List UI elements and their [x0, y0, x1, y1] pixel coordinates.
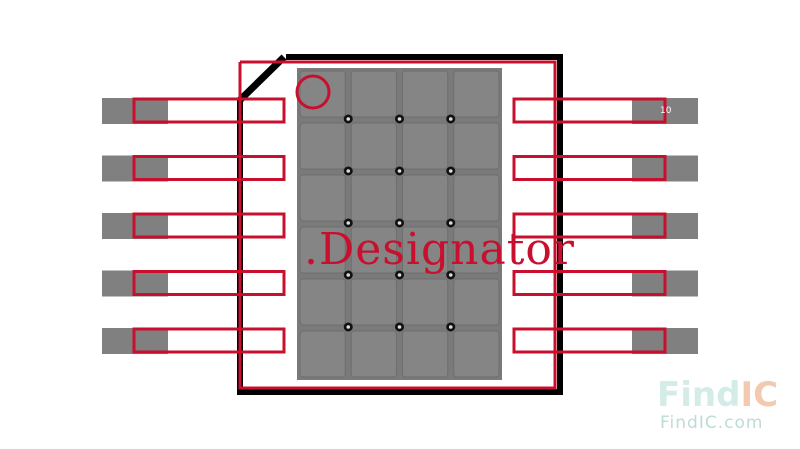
thermal-tile [350, 330, 397, 378]
silkscreen-pin-right-1 [512, 97, 667, 124]
silkscreen-group [132, 97, 667, 354]
svg-text:FindIC: FindIC [657, 375, 778, 415]
watermark-brand-part2: IC [740, 375, 778, 415]
thermal-tile [350, 174, 397, 222]
thermal-tile [350, 122, 397, 170]
via-drill [397, 169, 402, 173]
thermal-tile [402, 174, 449, 222]
via-drill [346, 325, 351, 329]
thermal-pad [297, 68, 502, 380]
thermal-tile [453, 174, 500, 222]
silkscreen-pin-left-1 [132, 97, 286, 124]
thermal-tile [350, 226, 397, 274]
via-drill [397, 117, 402, 121]
thermal-tile [299, 226, 346, 274]
silkscreen-pin-left-2 [132, 155, 286, 181]
thermal-tile [350, 70, 397, 118]
silkscreen-pin-right-4 [512, 270, 667, 296]
silkscreen-body-outline [238, 60, 557, 390]
thermal-tile [453, 122, 500, 170]
thermal-tile [299, 122, 346, 170]
watermark-brand-part1: Find [657, 375, 740, 415]
thermal-tile [299, 70, 346, 118]
thermal-tile [453, 226, 500, 274]
silkscreen-pin-right-2 [512, 155, 667, 181]
pin-label: 10 [660, 106, 672, 116]
thermal-tile [402, 122, 449, 170]
via-drill [397, 221, 402, 225]
via-drill [346, 169, 351, 173]
via-drill [448, 169, 453, 173]
designator-label: .Designator [304, 224, 575, 275]
thermal-tile [402, 278, 449, 326]
via-drill [397, 273, 402, 277]
via-drill [448, 221, 453, 225]
findic-watermark: FindIC FindIC.com [657, 375, 778, 433]
thermal-tile [299, 174, 346, 222]
thermal-tile [402, 330, 449, 378]
thermal-tile [453, 70, 500, 118]
via-drill [346, 221, 351, 225]
thermal-tile [299, 330, 346, 378]
thermal-tile [402, 70, 449, 118]
via-drill [448, 325, 453, 329]
silkscreen-pin-right-3 [512, 212, 667, 239]
thermal-tile [453, 278, 500, 326]
pin1-chamfer [237, 54, 287, 103]
via-drill [448, 273, 453, 277]
silkscreen-pin-left-5 [132, 327, 286, 354]
via-drill [346, 273, 351, 277]
via-drill [397, 325, 402, 329]
silkscreen-pin-left-4 [132, 270, 286, 296]
thermal-tile [402, 226, 449, 274]
via-drill [346, 117, 351, 121]
silkscreen-pin-right-5 [512, 327, 667, 354]
thermal-tile [350, 278, 397, 326]
via-drill [448, 117, 453, 121]
thermal-tile [453, 330, 500, 378]
thermal-tile [299, 278, 346, 326]
pin1-indicator-circle [295, 74, 331, 110]
watermark-url: FindIC.com [660, 413, 763, 433]
silkscreen-pin-left-3 [132, 212, 286, 239]
